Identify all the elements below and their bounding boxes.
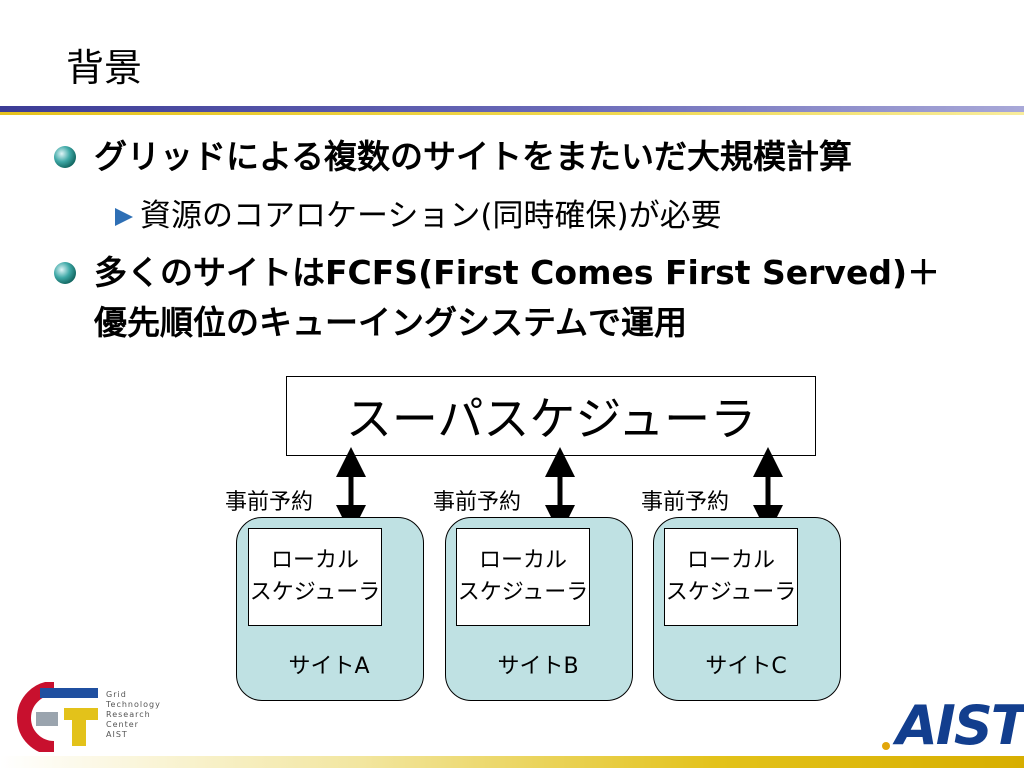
local-scheduler-c: ローカル スケジューラ [664, 528, 798, 626]
logo-text-line: AIST [106, 730, 128, 739]
aist-dot-icon [882, 742, 890, 750]
gtrc-logo-icon [17, 682, 98, 752]
site-a-label: サイトA [288, 654, 370, 679]
aist-logo: AIST [896, 694, 1024, 757]
prereserve-label-c: 事前予約 [641, 490, 730, 515]
local-scheduler-line1: ローカル [686, 548, 775, 573]
logo-text-line: Center [106, 720, 139, 729]
bullet-3-line1: 多くのサイトはFCFS(First Comes First Served)＋ [94, 253, 941, 292]
prereserve-label-a: 事前予約 [225, 490, 314, 515]
local-scheduler-line2: スケジューラ [249, 580, 381, 605]
local-scheduler-line2: スケジューラ [665, 580, 797, 605]
bullet-ball-icon [54, 262, 76, 284]
local-scheduler-line1: ローカル [270, 548, 359, 573]
logo-text-line: Grid [106, 690, 127, 699]
bullet-2-text: 資源のコアロケーション(同時確保)が必要 [140, 198, 722, 234]
bullet-3-line2: 優先順位のキューイングシステムで運用 [94, 303, 688, 342]
logo-text-line: Technology [106, 700, 161, 709]
bullet-1-text: グリッドによる複数のサイトをまたいだ大規模計算 [94, 137, 853, 176]
local-scheduler-a: ローカル スケジューラ [248, 528, 382, 626]
local-scheduler-line2: スケジューラ [457, 580, 589, 605]
local-scheduler-b: ローカル スケジューラ [456, 528, 590, 626]
header-divider-blue [0, 106, 1024, 112]
bullet-ball-icon [54, 146, 76, 168]
gtrc-logo-text: Grid Technology Research Center AIST [106, 690, 161, 740]
super-scheduler-label: スーパスケジューラ [345, 392, 757, 446]
site-c-label: サイトC [705, 654, 787, 679]
prereserve-label-b: 事前予約 [433, 490, 522, 515]
local-scheduler-line1: ローカル [478, 548, 567, 573]
logo-text-line: Research [106, 710, 151, 719]
sub-bullet-triangle-icon [115, 208, 133, 226]
slide-title: 背景 [66, 46, 143, 90]
header-divider-yellow [0, 112, 1024, 115]
site-b-label: サイトB [497, 654, 579, 679]
footer-gradient-bar [0, 756, 1024, 768]
